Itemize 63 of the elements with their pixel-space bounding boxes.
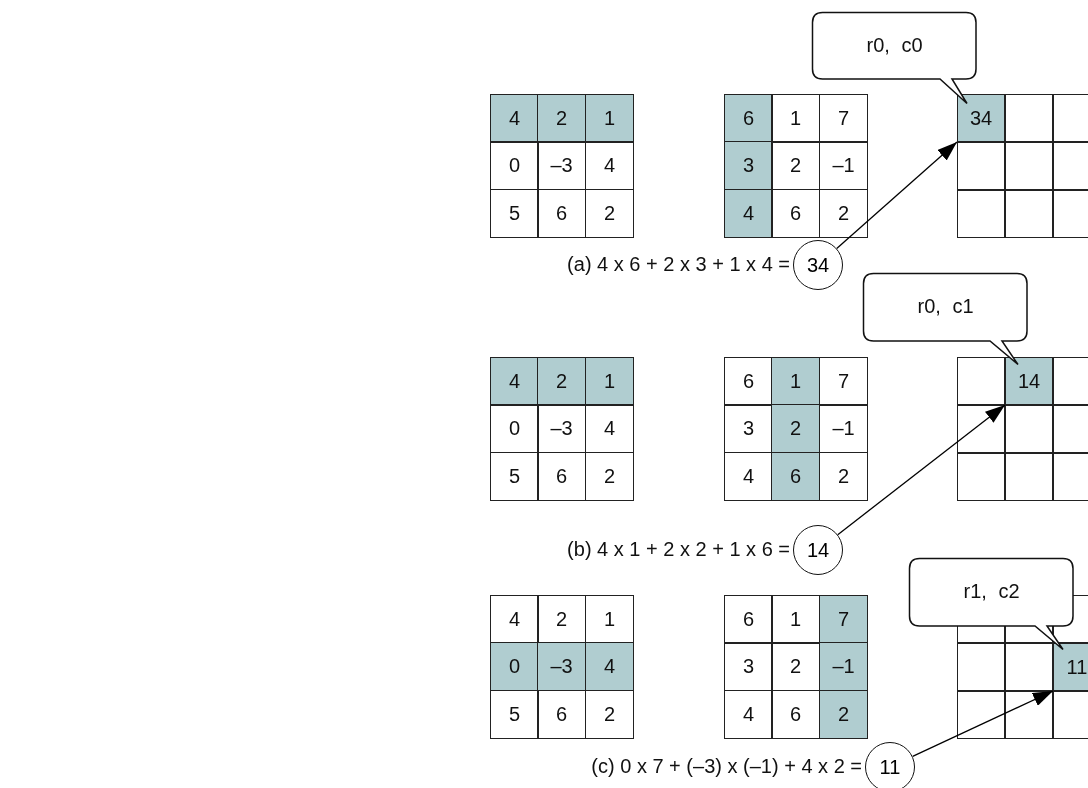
matrix-cell: 2	[771, 404, 820, 453]
callout-bubble	[909, 558, 1074, 650]
matrix-cell: 6	[771, 452, 820, 501]
arrow	[837, 404, 1006, 536]
matrix-cell: 4	[490, 357, 539, 406]
callout-bubble	[863, 273, 1028, 365]
matrix-cell: 6	[537, 690, 586, 739]
matrix-cell: –1	[819, 404, 868, 453]
matrix-cell: 0	[490, 141, 539, 190]
result-cell: 14	[1005, 357, 1053, 405]
matrix-cell: 4	[724, 690, 773, 739]
matrix-cell: 2	[537, 357, 586, 406]
matrix-cell: 3	[724, 642, 773, 691]
callout-text: r0, c1	[916, 295, 975, 318]
matrix-cell: 2	[819, 690, 868, 739]
result-circle: 14	[793, 525, 843, 575]
result-cell: 34	[957, 94, 1005, 142]
matrix-cell: 5	[490, 452, 539, 501]
matrix-cell: 6	[724, 595, 773, 644]
matrix-cell: 1	[585, 94, 634, 143]
matrix-cell: 2	[585, 452, 634, 501]
matrix-cell: 7	[819, 94, 868, 143]
matrix-cell: 2	[537, 94, 586, 143]
matrix-cell: 2	[585, 690, 634, 739]
callout-bubble	[812, 12, 977, 104]
matrix-cell: 2	[819, 189, 868, 238]
matrix-cell: 4	[585, 642, 634, 691]
matrix-cell: 2	[819, 452, 868, 501]
matrix-cell: –3	[537, 642, 586, 691]
matrix-cell: 6	[537, 452, 586, 501]
callout-text: r1, c2	[962, 580, 1021, 603]
matrix-cell: 5	[490, 189, 539, 238]
callout-text: r0, c0	[865, 33, 924, 57]
matrix-cell: 7	[819, 595, 868, 644]
matrix-cell: 0	[490, 404, 539, 453]
matrix-cell: 4	[585, 141, 634, 190]
matrix-cell: 1	[771, 357, 820, 406]
matrix-cell: 6	[724, 94, 773, 143]
equation-text: (c) 0 x 7 + (–3) x (–1) + 4 x 2 =	[590, 755, 862, 778]
result-cell: 11	[1053, 643, 1088, 691]
matrix-cell: 4	[585, 404, 634, 453]
result-circle: 11	[865, 742, 915, 788]
matrix-cell: 1	[585, 357, 634, 406]
matrix-cell: 7	[819, 357, 868, 406]
matrix-cell: 2	[585, 189, 634, 238]
matrix-cell: 4	[490, 94, 539, 143]
matrix-cell: 6	[771, 189, 820, 238]
equation-text: (b) 4 x 1 + 2 x 2 + 1 x 6 =	[566, 538, 790, 561]
matrix-cell: 4	[724, 189, 773, 238]
matrix-cell: –1	[819, 141, 868, 190]
matrix-cell: 6	[537, 189, 586, 238]
arrow	[912, 690, 1054, 758]
matrix-cell: 3	[724, 141, 773, 190]
result-circle: 34	[793, 240, 843, 290]
matrix-cell: 5	[490, 690, 539, 739]
matrix-cell: 0	[490, 642, 539, 691]
matrix-cell: 1	[771, 94, 820, 143]
equation-text: (a) 4 x 6 + 2 x 3 + 1 x 4 =	[566, 253, 790, 276]
matrix-cell: –3	[537, 141, 586, 190]
matrix-cell: 2	[771, 141, 820, 190]
matrix-cell: –3	[537, 404, 586, 453]
matrix-cell: –1	[819, 642, 868, 691]
arrow	[836, 141, 958, 250]
